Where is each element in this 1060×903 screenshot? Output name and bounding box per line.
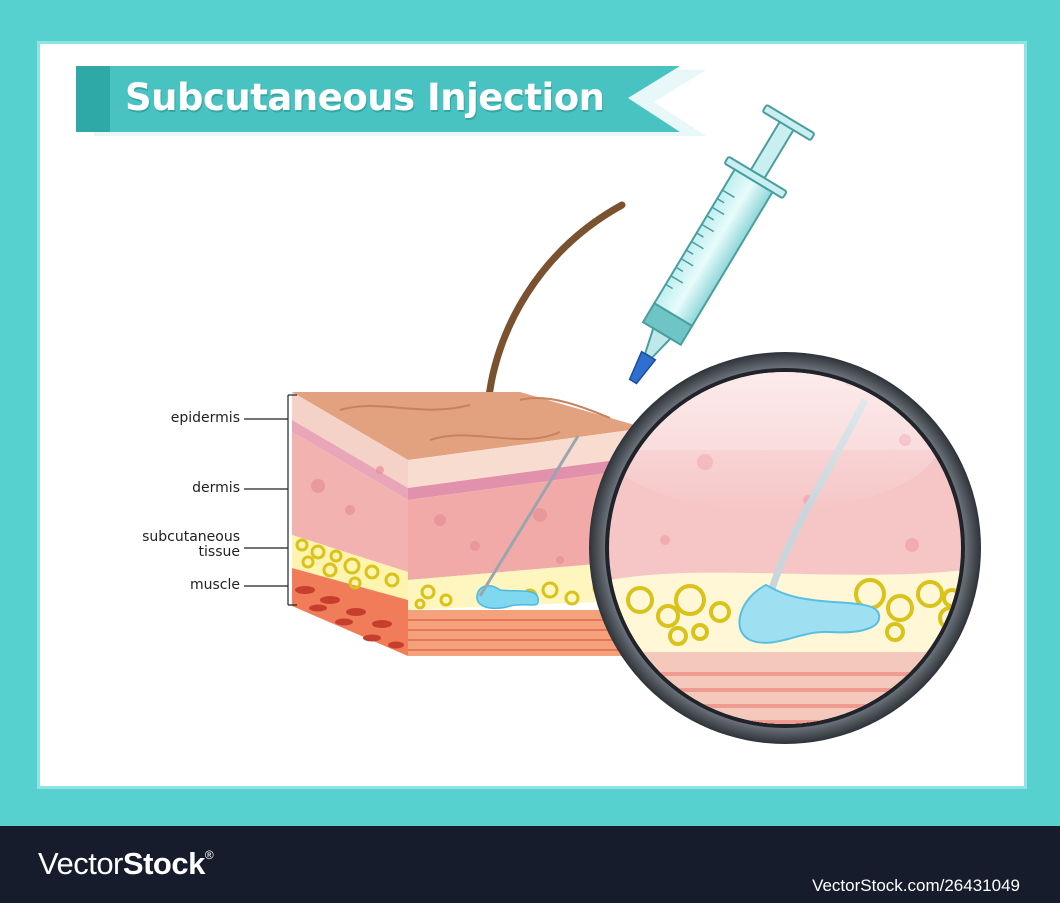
footer-bar: VectorStock® VectorStock.com/26431049 [0,826,1060,903]
page-title: Subcutaneous Injection [125,72,604,124]
label-subcutaneous-line2: tissue [142,545,240,560]
magnifier [589,352,981,744]
label-subcutaneous-tissue: subcutaneous tissue [142,530,240,560]
label-bracket [244,395,297,605]
label-dermis: dermis [192,481,240,496]
brand-bold-text: Stock [123,846,205,881]
label-muscle: muscle [190,578,240,593]
hair-strand [488,205,622,405]
label-subcutaneous-line1: subcutaneous [142,530,240,545]
vectorstock-logo: VectorStock® [38,846,213,882]
brand-registered-mark: ® [205,848,213,862]
label-epidermis: epidermis [171,411,240,426]
brand-light-text: Vector [38,846,123,881]
image-url: VectorStock.com/26431049 [812,876,1020,896]
